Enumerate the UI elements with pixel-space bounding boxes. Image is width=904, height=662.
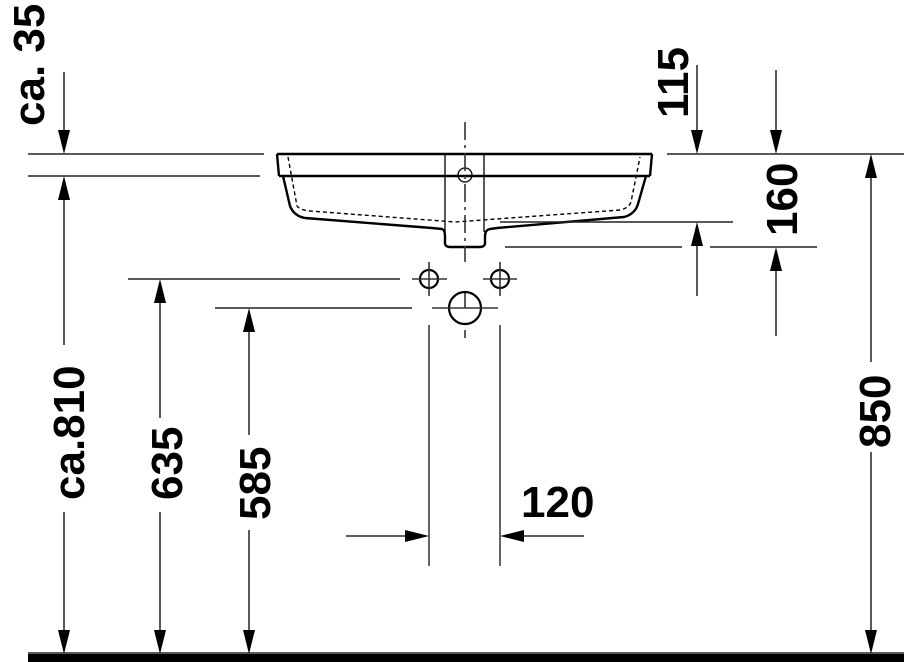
dim-waste-height: 585 bbox=[231, 447, 280, 520]
waste-outlet bbox=[432, 290, 498, 326]
dim-bowl-depth: 160 bbox=[758, 163, 807, 236]
dim-overflow-depth: 115 bbox=[649, 47, 698, 118]
floor-line bbox=[28, 654, 904, 662]
dim-rim-height: ca.810 bbox=[45, 365, 94, 500]
dim-counter-height: 850 bbox=[851, 375, 900, 448]
dim-supply-spacing: 120 bbox=[521, 478, 594, 527]
dim-supply-height: 635 bbox=[143, 427, 192, 500]
dim-rim-thickness: ca. 35 bbox=[5, 4, 54, 126]
supply-connection-left bbox=[412, 262, 447, 296]
supply-connection-right bbox=[483, 262, 517, 296]
